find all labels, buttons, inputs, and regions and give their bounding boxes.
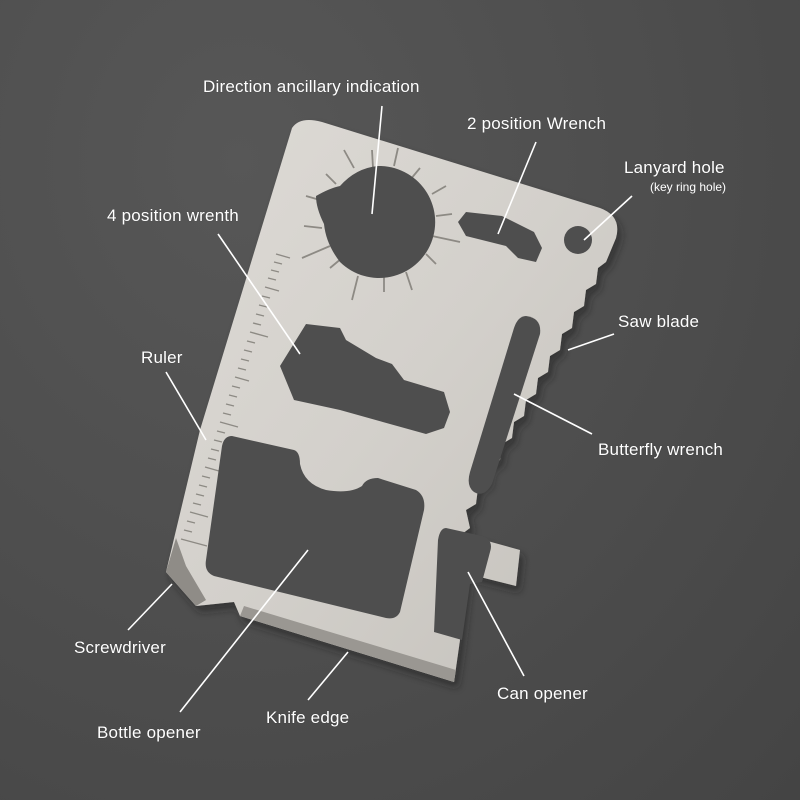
label-4-position-wrench: 4 position wrenth	[107, 206, 239, 225]
lanyard-hole-shape	[564, 226, 592, 254]
wrench2-hole	[458, 212, 542, 262]
label-lanyard-hole: Lanyard hole	[624, 158, 725, 177]
compass-hole	[316, 165, 436, 278]
can-opener-notch	[434, 528, 491, 640]
label-can-opener: Can opener	[497, 684, 588, 703]
label-ruler: Ruler	[141, 348, 183, 367]
compass-rays	[301, 147, 461, 301]
leader-lines	[127, 105, 633, 713]
bottle-opener-hole	[205, 436, 425, 619]
label-screwdriver: Screwdriver	[74, 638, 166, 657]
ruler-ticks	[180, 253, 291, 547]
label-direction-indication: Direction ancillary indication	[203, 77, 420, 96]
screwdriver-bevel	[166, 538, 206, 606]
label-butterfly-wrench: Butterfly wrench	[598, 440, 724, 459]
knife-bevel	[240, 606, 456, 682]
label-saw-blade: Saw blade	[618, 312, 700, 331]
label-knife-edge: Knife edge	[266, 708, 350, 727]
label-bottle-opener: Bottle opener	[97, 723, 201, 742]
butterfly-hole	[468, 316, 541, 494]
label-key-ring-hole: (key ring hole)	[650, 180, 727, 194]
label-2-position-wrench: 2 position Wrench	[467, 114, 607, 133]
wrench4-hole	[280, 324, 450, 434]
